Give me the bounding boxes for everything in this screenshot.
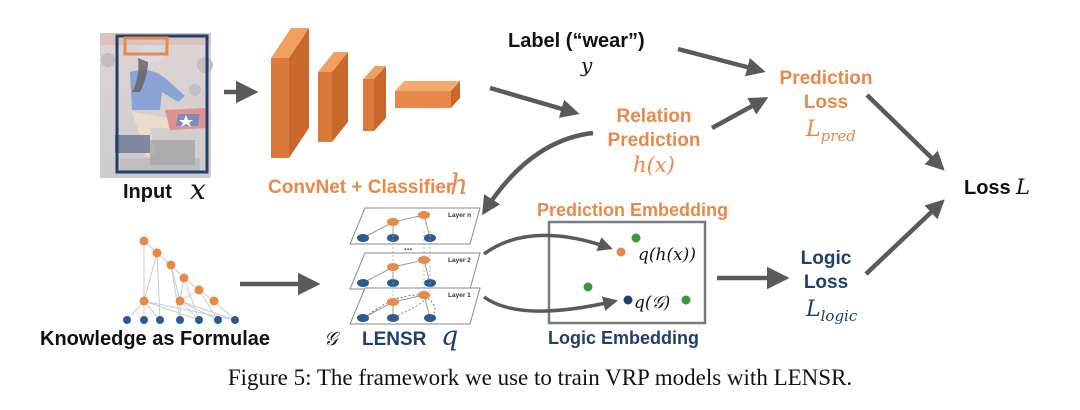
layer-node-variable bbox=[387, 314, 399, 322]
layer-label: Layer 2 bbox=[448, 257, 471, 264]
logic-loss-symbol: Llogic bbox=[805, 297, 858, 325]
prediction-point-label: q(h(x)) bbox=[638, 245, 696, 265]
prediction-loss-line1: Prediction bbox=[780, 68, 873, 89]
formula-node-variable bbox=[176, 316, 184, 324]
total-loss-symbol: L bbox=[1015, 175, 1030, 199]
lensr-label: LENSR bbox=[362, 329, 427, 350]
tree-edge bbox=[183, 277, 200, 321]
formula-node-operator bbox=[179, 273, 189, 283]
arrow-lensr-to-prediction-point bbox=[482, 233, 613, 256]
tree-edge bbox=[143, 300, 200, 321]
embedding-space-box bbox=[547, 220, 707, 325]
formula-node-variable bbox=[214, 316, 222, 324]
logic-embedding-label: Logic Embedding bbox=[548, 328, 699, 348]
label-wear: Label (“wear”) bbox=[508, 30, 645, 52]
input-label: Input bbox=[123, 181, 172, 203]
embedding-point-green bbox=[631, 233, 641, 243]
layer-node-variable bbox=[387, 234, 399, 242]
convnet-label: ConvNet + Classifier bbox=[268, 177, 454, 198]
tree-edge bbox=[156, 252, 161, 321]
prediction-embedding-label: Prediction Embedding bbox=[537, 200, 728, 220]
formula-node-operator bbox=[152, 248, 162, 258]
layer-node-operator bbox=[387, 298, 399, 306]
total-loss-label: Loss bbox=[964, 177, 1011, 199]
logic-loss-line1: Logic bbox=[801, 248, 852, 269]
layer-edge bbox=[362, 266, 394, 284]
layer-edge bbox=[362, 221, 394, 239]
embedding-point-green bbox=[681, 295, 691, 305]
convnet-icon bbox=[271, 28, 460, 158]
arrow-label-to-prediction-loss bbox=[677, 46, 766, 77]
layer-edge bbox=[362, 301, 394, 319]
formula-node-operator bbox=[209, 296, 219, 306]
figure-caption: Figure 5: The framework we use to train … bbox=[227, 365, 853, 390]
formula-node-operator bbox=[194, 285, 204, 295]
knowledge-formula-graph bbox=[123, 236, 239, 324]
arrow-relation-to-lensr bbox=[481, 130, 594, 216]
arrow-convnet-to-relation-prediction bbox=[489, 85, 580, 118]
label-symbol-y: y bbox=[580, 53, 593, 77]
formula-node-operator bbox=[139, 296, 149, 306]
formula-node-variable bbox=[231, 316, 239, 324]
layer-node-operator bbox=[418, 211, 430, 219]
tree-edge bbox=[170, 264, 181, 302]
layer-label: Layer n bbox=[448, 212, 471, 219]
arrow-lensr-to-logic-point bbox=[482, 295, 618, 313]
logic-loss-line2: Loss bbox=[804, 272, 848, 293]
object-bounding-box bbox=[123, 36, 169, 56]
formula-node-operator bbox=[175, 296, 185, 306]
layer-label: Layer 1 bbox=[448, 292, 471, 299]
formula-node-variable bbox=[195, 316, 203, 324]
layer-ellipsis: ... bbox=[404, 242, 413, 253]
tree-edge bbox=[213, 300, 236, 321]
logic-point-label: q(𝒢) bbox=[634, 293, 670, 313]
input-symbol: x bbox=[190, 173, 206, 206]
layer-node-variable bbox=[424, 234, 436, 242]
arrow-prediction-loss-to-loss bbox=[865, 93, 945, 171]
input-image bbox=[100, 33, 213, 178]
prediction-loss-line2: Loss bbox=[804, 92, 848, 113]
subject-bounding-box bbox=[115, 34, 209, 174]
layer-plane bbox=[349, 287, 481, 325]
layer-plane bbox=[349, 207, 481, 245]
formula-node-variable bbox=[140, 316, 148, 324]
convnet-symbol: h bbox=[450, 168, 468, 201]
tree-edge bbox=[179, 300, 236, 321]
tree-edge bbox=[143, 252, 158, 302]
prediction-embedding-point bbox=[616, 247, 626, 257]
knowledge-label: Knowledge as Formulae bbox=[40, 328, 270, 350]
formula-node-variable bbox=[123, 316, 131, 324]
relation-prediction-line1: Relation bbox=[617, 106, 692, 127]
formula-node-variable bbox=[156, 316, 164, 324]
arrow-relation-to-prediction-loss bbox=[710, 97, 769, 130]
logic-embedding-point bbox=[623, 295, 633, 305]
knowledge-symbol: 𝒢 bbox=[324, 328, 341, 350]
tree-edge bbox=[179, 300, 219, 321]
layer-node-variable bbox=[424, 314, 436, 322]
relation-prediction-symbol: h(x) bbox=[633, 153, 675, 177]
layer-node-variable bbox=[357, 234, 369, 242]
layer-node-variable bbox=[357, 314, 369, 322]
lensr-symbol: q bbox=[441, 321, 458, 352]
formula-node-operator bbox=[166, 260, 176, 270]
layer-node-operator bbox=[387, 218, 399, 226]
formula-node-operator bbox=[139, 236, 149, 246]
tree-edge bbox=[198, 289, 219, 321]
embedding-point-green bbox=[583, 282, 593, 292]
relation-prediction-line2: Prediction bbox=[608, 130, 701, 151]
arrow-logic-loss-to-loss bbox=[864, 199, 945, 276]
layer-node-variable bbox=[357, 279, 369, 287]
lensr-layers: Layer n Layer 2 Layer 1... bbox=[349, 207, 481, 325]
prediction-loss-symbol: Lpred bbox=[805, 117, 856, 145]
tree-edge bbox=[170, 264, 181, 321]
